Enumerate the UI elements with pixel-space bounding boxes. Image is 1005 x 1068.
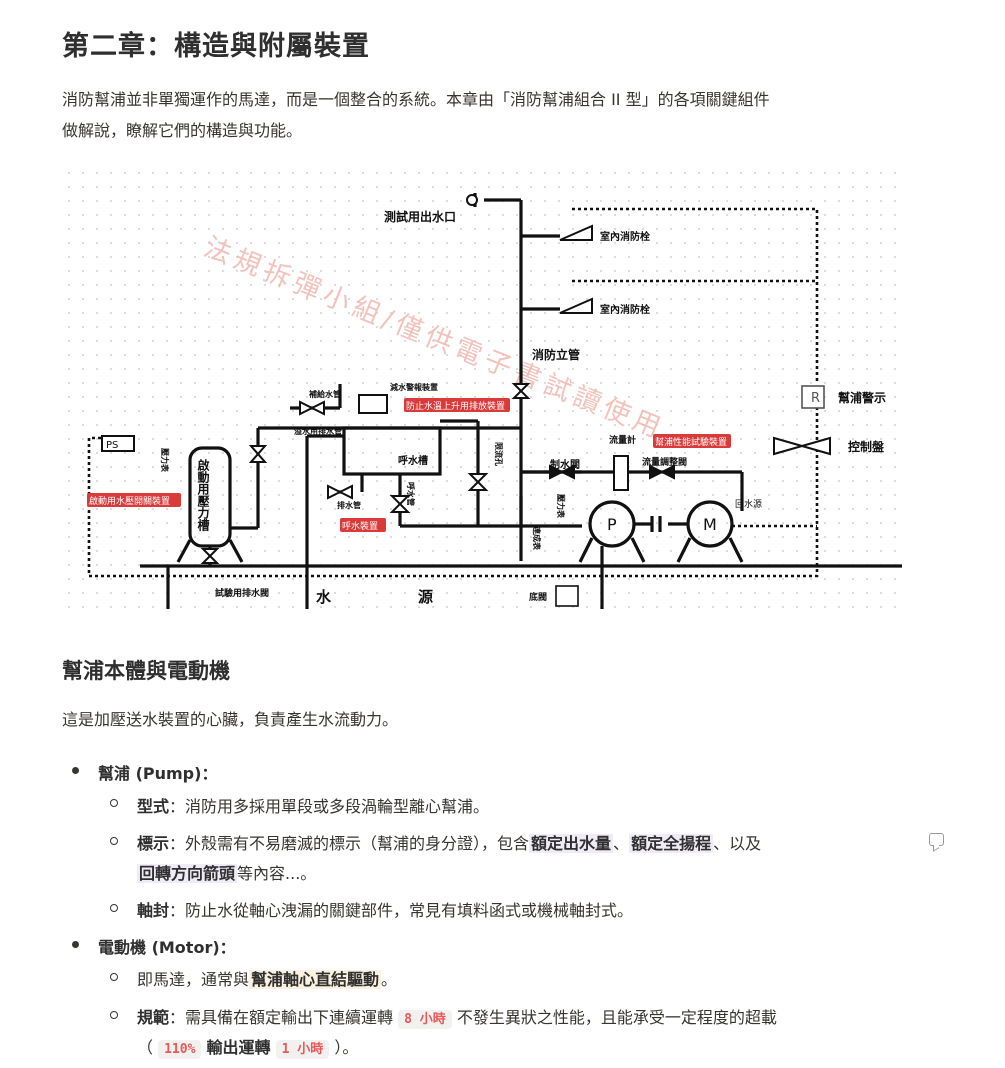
pump-system-diagram: 法規拆彈小組/僅供電子書試讀使用 — [62, 166, 907, 618]
label-priming-pipe: 呼水管 — [406, 482, 416, 506]
label-anti-temp-rise: 防止水溫上升用排放裝置 — [406, 400, 505, 412]
bullet-dot — [72, 767, 79, 774]
label-low-water-alarm: 減水警報裝置 — [390, 382, 438, 392]
list-item-pump-seal: 軸封：防止水從軸心洩漏的關鍵部件，常見有填料函式或機械軸封式。 — [137, 901, 634, 920]
label-flow-meter: 流量計 — [609, 434, 636, 446]
list-item-motor-spec: 規範：需具備在額定輸出下連續運轉 8 小時 不發生異狀之性能，且能承受一定程度的… — [137, 1008, 777, 1029]
label-priming-tank: 呼水槽 — [398, 454, 428, 467]
svg-text:R: R — [811, 391, 820, 406]
label-pressure-gauge-1: 壓力表 — [160, 448, 170, 473]
list-item-motor: 電動機 (Motor)： — [98, 938, 236, 957]
label-water-2: 源 — [418, 588, 433, 606]
chapter-title: 第二章：構造與附屬裝置 — [62, 31, 370, 62]
label-pressure-tank: 啟動用壓力槽 — [196, 458, 210, 532]
label-compound-gauge: 連成表 — [532, 526, 542, 551]
comment-icon[interactable] — [929, 833, 944, 846]
label-foot-valve: 底閥 — [529, 591, 547, 603]
label-pump: P — [607, 515, 617, 534]
list-item-pump-mark-cont: 回轉方向箭頭等內容...。 — [137, 864, 317, 883]
label-check-valve: 制水閥 — [550, 458, 580, 471]
label-pump-alarm: 幫浦警示 — [838, 390, 886, 405]
bullet-circle — [110, 837, 118, 845]
section-title: 幫浦本體與電動機 — [62, 659, 230, 683]
label-perf-test: 幫浦性能試驗裝置 — [655, 436, 727, 448]
label-refill-pipe: 補給水管 — [308, 389, 341, 399]
bullet-circle — [110, 904, 118, 912]
label-test-outlet: 測試用出水口 — [384, 209, 456, 224]
label-overflow-drain: 溢水用排水管 — [294, 426, 342, 436]
label-control-panel: 控制盤 — [848, 439, 885, 454]
bullet-circle — [110, 1011, 118, 1019]
section-intro: 這是加壓送水裝置的心臟，負責產生水流動力。 — [62, 710, 399, 729]
label-flow-adjust-valve: 流量調整閥 — [642, 456, 687, 468]
list-item-pump-mark: 標示：外殼需有不易磨滅的標示（幫浦的身分證），包含額定出水量、額定全揚程、以及 — [137, 834, 762, 853]
label-motor: M — [703, 515, 717, 534]
label-hydrant-1: 室內消防栓 — [600, 230, 650, 243]
list-item-pump-type: 型式：消防用多採用單段或多段渦輪型離心幫浦。 — [137, 797, 490, 816]
list-item-pump: 幫浦 (Pump)： — [98, 764, 218, 783]
label-priming-device: 呼水裝置 — [342, 520, 378, 532]
chapter-intro: 消防幫浦並非單獨運作的馬達，而是一個整合的系統。本章由「消防幫浦組合 II 型」… — [62, 90, 770, 140]
label-return-water: 回水源 — [735, 498, 762, 510]
label-water-1: 水 — [316, 588, 332, 606]
label-drain-pipe: 排水管 — [337, 500, 361, 510]
label-hydrant-2: 室內消防栓 — [600, 303, 650, 316]
watermark-text: 法規拆彈小組/僅供電子書試讀使用 — [199, 232, 669, 446]
label-ps: PS — [106, 440, 118, 451]
label-orifice: 限流孔 — [494, 442, 504, 466]
label-test-drain-valve: 試驗用排水閥 — [215, 587, 269, 599]
list-item-motor-spec-cont: （ 110% 輸出運轉 1 小時 ）。 — [137, 1038, 359, 1059]
bullet-circle — [110, 799, 118, 807]
label-tank-adjust: 啟動用水壓開關裝置 — [89, 495, 170, 507]
bullet-circle — [110, 973, 118, 981]
bullet-dot — [72, 941, 79, 948]
label-pressure-gauge-2: 壓力表 — [556, 494, 566, 519]
label-riser: 消防立管 — [532, 347, 580, 362]
list-item-motor-desc: 即馬達，通常與幫浦軸心直結驅動。 — [137, 970, 398, 989]
